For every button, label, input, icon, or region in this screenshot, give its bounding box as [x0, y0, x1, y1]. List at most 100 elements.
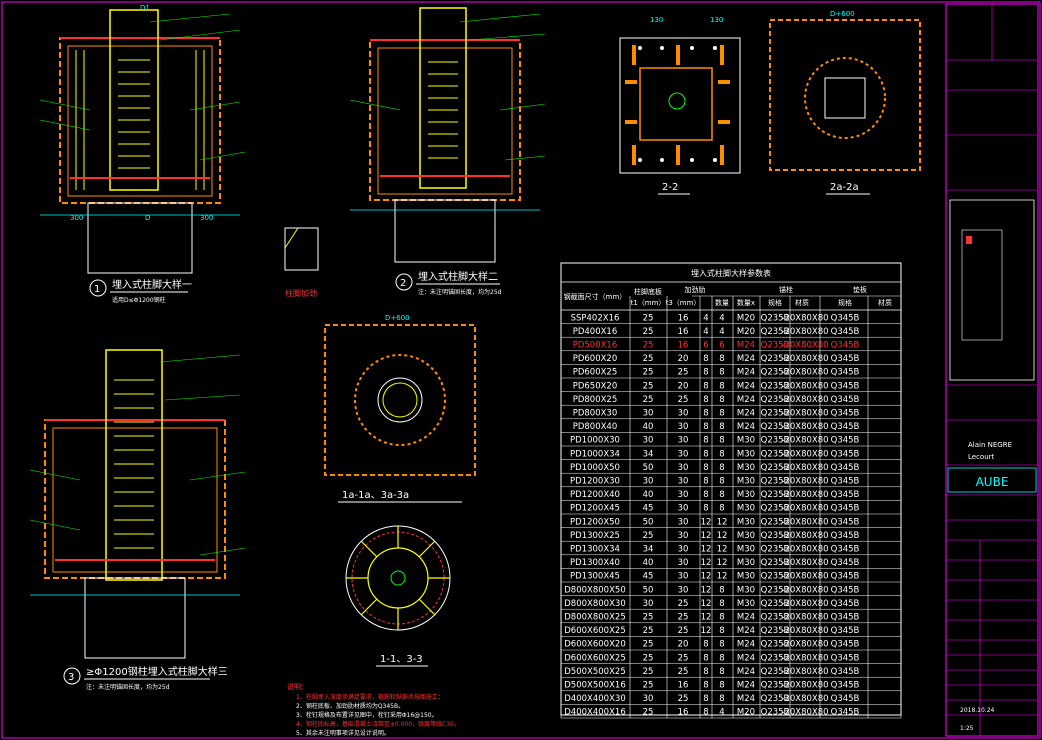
table-cell: Q345B: [831, 640, 860, 650]
table-cell: Q235B: [761, 490, 790, 500]
notes-heading: 说明：: [287, 682, 308, 691]
table-cell: 4: [719, 313, 724, 323]
pile: [87, 202, 193, 274]
table-cell: 25: [678, 667, 689, 677]
table-cell: 30: [678, 558, 689, 568]
table-cell: Q235B: [761, 422, 790, 432]
table-cell: M30: [737, 531, 755, 541]
table-cell: M30: [737, 490, 755, 500]
section-1a-title: 1a-1a、3a-3a: [342, 490, 409, 501]
table-cell: 30: [643, 477, 654, 487]
pile: [394, 199, 496, 263]
table-cell: M20: [737, 313, 755, 323]
pit-outline: [44, 419, 226, 579]
table-cell: Q345B: [831, 504, 860, 514]
rebar-ring: [804, 57, 886, 139]
table-cell: 12: [701, 572, 712, 582]
table-cell: D600X600X25: [564, 653, 625, 663]
table-cell: -20X80X80: [781, 599, 828, 609]
table-cell: M20: [737, 708, 755, 718]
table-cell: 8: [719, 490, 724, 500]
table-cell: D600X600X25: [564, 626, 625, 636]
table-cell: Q235B: [761, 517, 790, 527]
table-cell: 16: [678, 681, 689, 691]
table-cell: Q235B: [761, 681, 790, 691]
table-cell: 8: [703, 490, 708, 500]
detail-2-title: 埋入式柱脚大样二: [418, 270, 498, 283]
table-cell: PD800X30: [573, 409, 618, 419]
table-cell: -20X80X80: [781, 490, 828, 500]
table-cell: 4: [703, 313, 708, 323]
table-cell: Q235B: [761, 395, 790, 405]
title-block: Alain NEGRE Lecourt AUBE 2018.10.24 1:25: [945, 3, 1039, 737]
table-cell: Q235B: [761, 477, 790, 487]
hdr-count: 数量: [715, 298, 729, 307]
hdr-bolt: 锚栓: [779, 285, 793, 294]
table-cell: 30: [678, 422, 689, 432]
table-cell: 25: [678, 368, 689, 378]
table-cell: M24: [737, 395, 755, 405]
table-cell: 8: [719, 449, 724, 459]
table-cell: -20X80X80: [781, 368, 828, 378]
table-cell: 8: [703, 694, 708, 704]
parameter-table: 埋入式柱脚大样参数表 钢截面尺寸（mm） 柱脚底板 t1（mm） 加劲肋 t3（…: [560, 262, 902, 719]
table-cell: -20X80X80: [781, 585, 828, 595]
table-cell: 8: [703, 653, 708, 663]
leaders: [29, 354, 246, 556]
detail-3: 3 ≥Φ1200钢柱埋入式柱脚大样三 注：未注明锚固长度，均为25d: [29, 349, 246, 691]
stiffener-chamfer: [284, 227, 299, 249]
table-cell: Q235B: [761, 313, 790, 323]
table-cell: 12: [701, 626, 712, 636]
table-cell: -20X80X80: [781, 422, 828, 432]
pit-plan: [324, 324, 476, 476]
table-cell: 25: [678, 626, 689, 636]
table-cell: Q235B: [761, 694, 790, 704]
table-cell: D400X400X16: [564, 708, 625, 718]
table-cell: 25: [678, 395, 689, 405]
table-cell: -20X80X80: [781, 381, 828, 391]
table-cell: M24: [737, 409, 755, 419]
table-cell: Q345B: [831, 599, 860, 609]
section-2-2: 130 130 2-2: [619, 16, 741, 195]
table-cell: D800X800X50: [564, 585, 625, 595]
stiffener-shape: [284, 227, 319, 271]
table-cell: 16: [678, 313, 689, 323]
studs: [118, 59, 150, 169]
table-cell: Q235B: [761, 504, 790, 514]
table-cell: 4: [719, 327, 724, 337]
table-cell: Q345B: [831, 313, 860, 323]
table-cell: D500X500X16: [564, 681, 625, 691]
table-cell: Q345B: [831, 572, 860, 582]
table-cell: PD1300X25: [570, 531, 620, 541]
table-cell: 12: [701, 545, 712, 555]
table-cell: Q345B: [831, 422, 860, 432]
table-cell: PD400X16: [573, 327, 618, 337]
table-cell: Q345B: [831, 708, 860, 718]
table-cell: -20X80X80: [781, 436, 828, 446]
table-cell: 30: [643, 599, 654, 609]
table-cell: 25: [678, 613, 689, 623]
detail-2: 2 埋入式柱脚大样二 注：未注明锚固长度，均为25d: [349, 7, 546, 296]
table-cell: Q235B: [761, 381, 790, 391]
table-cell: -20X80X80: [781, 517, 828, 527]
table-cell: 8: [719, 653, 724, 663]
table-cell: 30: [643, 694, 654, 704]
dim-D1: D1: [140, 4, 150, 12]
table-cell: Q345B: [831, 409, 860, 419]
column-circle: [377, 377, 423, 423]
table-cell: 8: [719, 599, 724, 609]
table-cell: M24: [737, 626, 755, 636]
table-cell: M20: [737, 327, 755, 337]
table-cell: PD600X20: [573, 354, 618, 364]
column-plan: [824, 77, 866, 119]
table-cell: M30: [737, 558, 755, 568]
table-cell: Q345B: [831, 463, 860, 473]
table-cell: 25: [643, 368, 654, 378]
table-cell: -20X80X80: [781, 313, 828, 323]
table-cell: Q235B: [761, 436, 790, 446]
table-cell: -20X80X80: [781, 341, 828, 351]
studs: [114, 379, 154, 549]
hdr-plate-mat: 材质: [878, 298, 892, 307]
detail-1: 300 D 300 D1 1 埋入式柱脚大样一 适用D≤Φ1200钢柱: [39, 4, 246, 304]
hdr-base-thk: 柱脚底板: [634, 287, 662, 296]
